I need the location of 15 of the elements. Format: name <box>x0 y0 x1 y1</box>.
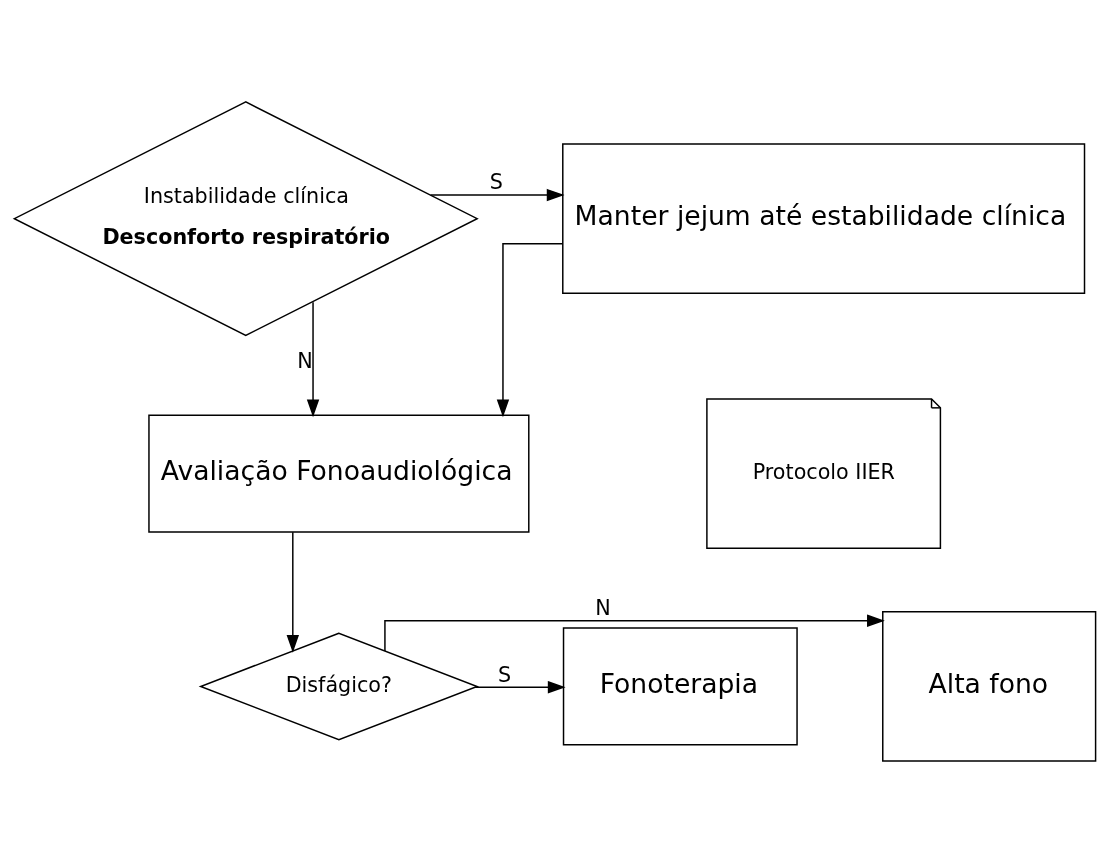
arrow <box>496 242 564 417</box>
node-box: Fonoterapia <box>562 626 798 746</box>
edge-label: S <box>489 169 504 194</box>
edge-label: S <box>497 662 512 687</box>
node-box: Manter jejum até estabilidade clínica <box>562 142 1086 294</box>
arrow <box>306 300 320 417</box>
node-diamond: Instabilidade clínica Desconforto respiratório <box>12 100 479 336</box>
edge-label: N <box>595 595 611 620</box>
arrow <box>286 531 300 653</box>
arrow <box>474 680 566 693</box>
arrow <box>429 188 565 201</box>
node-box: Alta fono <box>882 610 1097 762</box>
edge-label: N <box>297 348 313 373</box>
arrow <box>384 613 885 652</box>
node-box: Avaliação Fonoaudiológica <box>148 414 530 533</box>
